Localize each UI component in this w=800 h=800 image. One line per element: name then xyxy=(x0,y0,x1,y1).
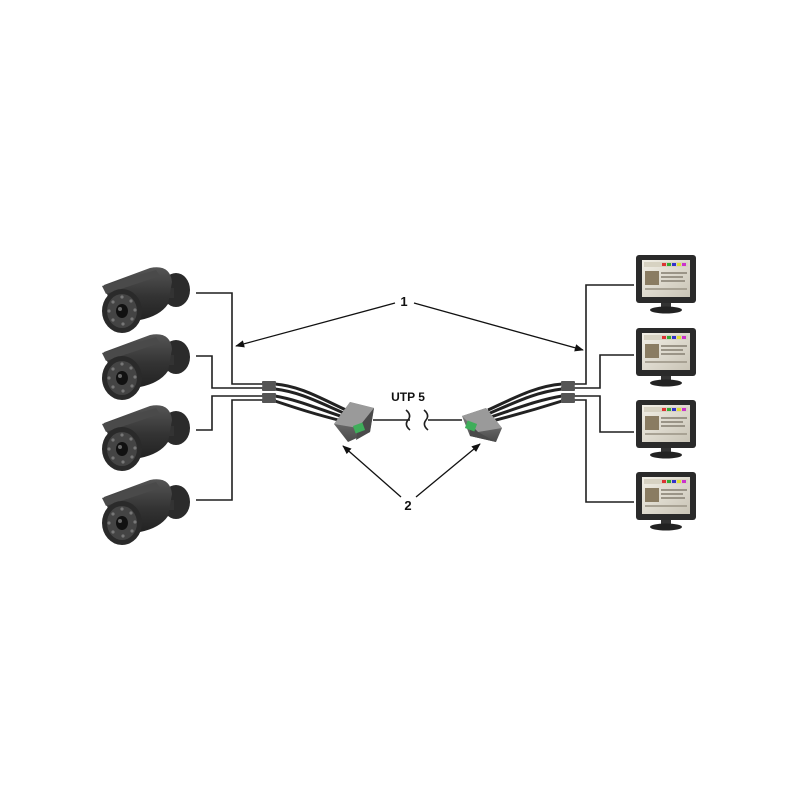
left-pigtails xyxy=(274,382,347,424)
monitor-1 xyxy=(636,255,696,314)
monitor-2 xyxy=(636,328,696,387)
callout-2-label: 2 xyxy=(404,498,411,513)
left-bnc-connectors xyxy=(262,381,276,403)
camera-1 xyxy=(102,267,190,333)
camera-3 xyxy=(102,405,190,471)
right-bnc-connectors xyxy=(561,381,575,403)
monitor-wiring xyxy=(575,284,634,503)
camera-4 xyxy=(102,479,190,545)
utp-cable xyxy=(373,409,462,431)
left-balun xyxy=(334,402,374,442)
callout-1-arrows xyxy=(235,302,584,352)
callout-2-arrows xyxy=(342,443,481,498)
camera-wiring xyxy=(196,292,262,501)
right-pigtails xyxy=(487,382,563,424)
callout-1-label: 1 xyxy=(400,294,407,309)
right-balun xyxy=(462,408,502,442)
monitor-3 xyxy=(636,400,696,459)
utp-cable-label: UTP 5 xyxy=(391,390,425,404)
monitor-4 xyxy=(636,472,696,531)
camera-2 xyxy=(102,334,190,400)
